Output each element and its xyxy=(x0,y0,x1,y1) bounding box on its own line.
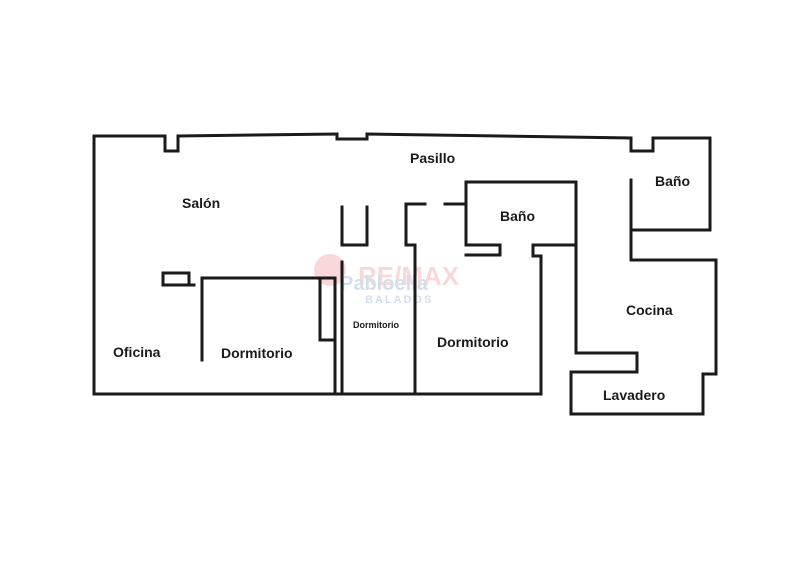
room-label-lavadero: Lavadero xyxy=(603,387,665,403)
watermark-agency: Pabloelia xyxy=(340,273,429,295)
wall-dormitorio1 xyxy=(200,276,337,342)
room-label-dormitorio-1: Dormitorio xyxy=(221,345,293,361)
room-label-salon: Salón xyxy=(182,195,220,211)
room-label-bano-2: Baño xyxy=(655,173,690,189)
watermark-sub: BALADOS xyxy=(365,294,433,306)
outer-wall xyxy=(92,132,712,396)
wall-bano1-door xyxy=(464,243,502,257)
wall-dormitorio2-right xyxy=(404,202,427,396)
wall-oficina-door xyxy=(161,271,196,287)
room-label-oficina: Oficina xyxy=(113,344,161,360)
watermark-brand: RE/MAX xyxy=(358,261,460,291)
room-label-bano-1: Baño xyxy=(500,208,535,224)
room-label-dormitorio-3: Dormitorio xyxy=(437,334,509,350)
wall-bano2-left xyxy=(569,178,718,416)
room-label-dormitorio-2: Dormitorio xyxy=(353,320,400,330)
wall-dormitorio2-left xyxy=(340,205,369,247)
wall-bano1 xyxy=(464,180,578,396)
room-label-cocina: Cocina xyxy=(626,302,673,318)
room-label-pasillo: Pasillo xyxy=(410,150,455,166)
